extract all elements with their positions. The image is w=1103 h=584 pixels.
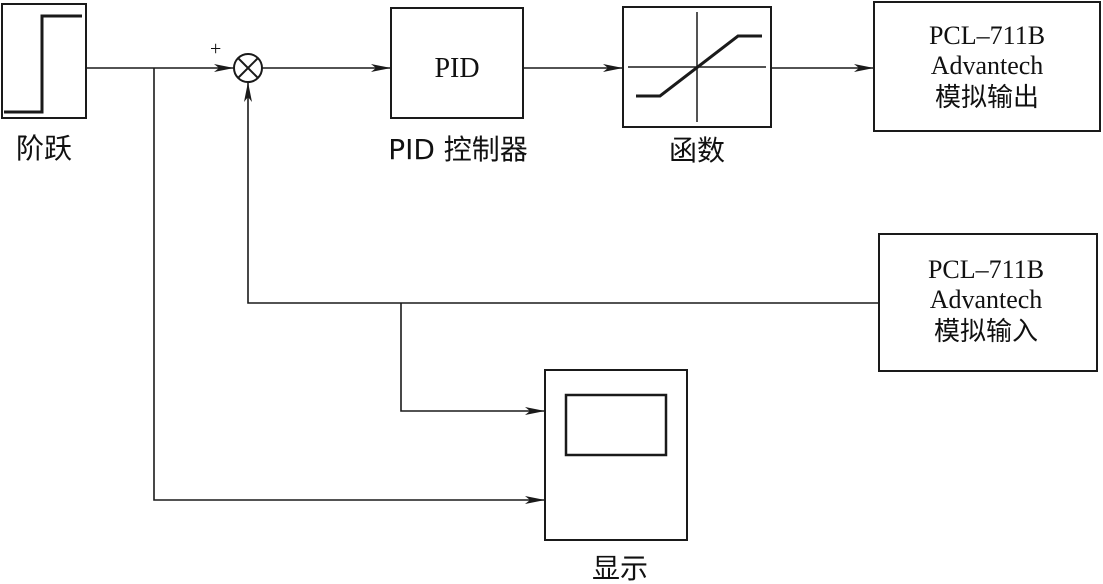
function-block: 函数 (622, 6, 772, 167)
analog-output-line2: Advantech (931, 51, 1044, 80)
summing-junction: + (210, 38, 263, 83)
analog-input-line2: Advantech (930, 285, 1043, 314)
step-block: 阶跃 (1, 3, 87, 165)
step-label: 阶跃 (16, 132, 72, 165)
connections (86, 64, 879, 504)
analog-input-frame (878, 233, 1098, 372)
wire-feedback-to-sum (244, 82, 879, 304)
display-screen-icon (564, 393, 668, 457)
wire-step-to-display (153, 68, 545, 504)
display-block: 显示 (544, 369, 688, 584)
function-caption: 函数 (669, 134, 725, 167)
analog-input-line1: PCL–711B (928, 255, 1044, 284)
wire-feedback-to-display (400, 303, 545, 415)
analog-output-line1: PCL–711B (929, 21, 1045, 50)
pid-block-frame (390, 7, 524, 119)
step-block-frame (1, 3, 87, 119)
analog-input-line3: 模拟输入 (934, 317, 1038, 347)
pid-caption: PID 控制器 (388, 133, 528, 166)
plus-sign: + (210, 38, 221, 60)
analog-output-block: PCL–711B Advantech 模拟输出 (873, 1, 1101, 132)
analog-output-line3: 模拟输出 (935, 83, 1039, 113)
pid-inner-label: PID (434, 53, 479, 84)
step-signal-icon (4, 14, 82, 114)
pid-block: PID PID 控制器 (388, 7, 528, 166)
summing-cross-b (237, 57, 259, 79)
saturation-curve-icon (636, 34, 762, 98)
display-caption: 显示 (592, 552, 648, 584)
analog-output-frame (873, 1, 1101, 132)
analog-input-block: PCL–711B Advantech 模拟输入 (878, 233, 1098, 372)
